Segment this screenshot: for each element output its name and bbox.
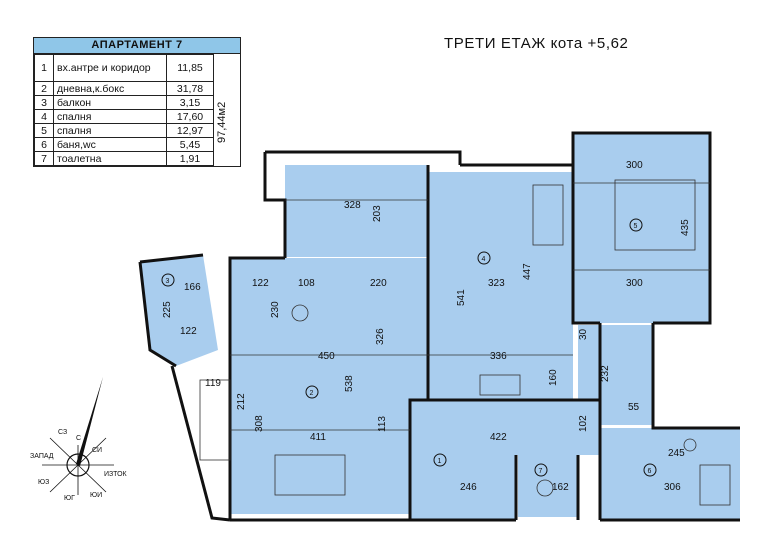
table-row: 1 вх.антре и коридор 11,85 [34, 54, 214, 82]
room-table: 1 вх.антре и коридор 11,85 2 дневна,к.бо… [34, 54, 214, 166]
table-row: 2 дневна,к.бокс 31,78 [34, 81, 214, 96]
room-marker-6: 6 [648, 468, 652, 475]
dim-label: 160 [548, 369, 559, 386]
room-marker-2: 2 [310, 390, 314, 397]
dim-label: 166 [184, 282, 201, 293]
dim-label: 328 [344, 200, 361, 211]
compass-label: ЗАПАД [30, 453, 54, 460]
wardrobe-fill [578, 325, 653, 425]
compass-label: СИ [92, 447, 102, 454]
dim-label: 300 [626, 278, 643, 289]
dim-label: 212 [236, 393, 247, 410]
dim-label: 336 [490, 351, 507, 362]
room-marker-1: 1 [438, 458, 442, 465]
walls [138, 131, 740, 522]
room-fills [140, 133, 740, 520]
room-area: 17,60 [166, 109, 214, 124]
compass-label: СЗ [58, 429, 67, 436]
dim-label: 411 [310, 432, 326, 443]
room-name: спалня [53, 109, 167, 124]
dim-label: 422 [490, 432, 507, 443]
dim-label: 119 [205, 378, 221, 389]
hallway-fill [410, 400, 600, 520]
balcony-fill [140, 255, 218, 366]
dim-label: 232 [600, 365, 611, 382]
dim-label: 246 [460, 482, 477, 493]
dim-label: 108 [298, 278, 315, 289]
compass-label: ЮЗ [38, 479, 49, 486]
dim-label: 122 [180, 326, 197, 337]
dim-label: 230 [270, 301, 281, 318]
dim-label: 113 [377, 416, 388, 432]
apartment-legend: АПАРТАМЕНТ 7 1 вх.антре и коридор 11,85 … [33, 37, 241, 167]
toilet-fill [518, 455, 578, 517]
compass: СЗ СИ ЗАПАД ИЗТОК ЮЗ ЮИ ЮГ С [30, 377, 128, 502]
table-row: 6 баня,wc 5,45 [34, 137, 214, 152]
dimension-labels: 328 203 108 122 220 230 166 225 122 450 … [162, 160, 691, 493]
compass-label: С [76, 435, 81, 442]
dim-label: 162 [552, 482, 569, 493]
dim-label: 447 [522, 263, 533, 280]
room-name: вх.антре и коридор [53, 54, 167, 82]
dim-label: 435 [680, 219, 691, 236]
dim-label: 122 [252, 278, 269, 289]
room-marker-4: 4 [482, 256, 486, 263]
room-markers: 1 2 3 4 5 6 7 [161, 218, 657, 477]
dim-label: 450 [318, 351, 335, 362]
table-row: 4 спалня 17,60 [34, 109, 214, 124]
room-marker-5: 5 [634, 223, 638, 230]
dim-label: 30 [578, 328, 589, 340]
dim-label: 541 [456, 289, 467, 306]
room-name: дневна,к.бокс [53, 81, 167, 96]
dim-label: 220 [370, 278, 387, 289]
compass-needle-icon [76, 377, 103, 466]
dim-label: 306 [664, 482, 681, 493]
compass-label: ЮИ [90, 492, 102, 499]
dim-label: 300 [626, 160, 643, 171]
compass-label: ЮГ [64, 495, 75, 502]
dim-label: 538 [344, 375, 355, 392]
table-row: 7 тоалетна 1,91 [34, 151, 214, 166]
living-room-fill [230, 258, 430, 514]
dim-label: 55 [628, 402, 640, 413]
room-marker-7: 7 [539, 468, 543, 475]
room-name: тоалетна [53, 151, 167, 166]
dim-label: 323 [488, 278, 505, 289]
room-marker-3: 3 [166, 278, 170, 285]
compass-label: ИЗТОК [104, 471, 128, 478]
floor-title: ТРЕТИ ЕТАЖ кота +5,62 [444, 35, 629, 52]
bathroom-fill [600, 428, 740, 520]
dim-label: 225 [162, 301, 173, 318]
dim-label: 308 [254, 415, 265, 432]
room-area: 1,91 [166, 151, 214, 166]
dim-label: 102 [578, 415, 589, 432]
bedroom-4-fill [428, 172, 573, 400]
dim-label: 245 [668, 448, 685, 459]
dim-label: 326 [375, 328, 386, 345]
inner-lines [199, 179, 731, 506]
kitchen-fill [285, 165, 427, 257]
legend-title: АПАРТАМЕНТ 7 [34, 38, 240, 54]
dim-label: 203 [372, 205, 383, 222]
